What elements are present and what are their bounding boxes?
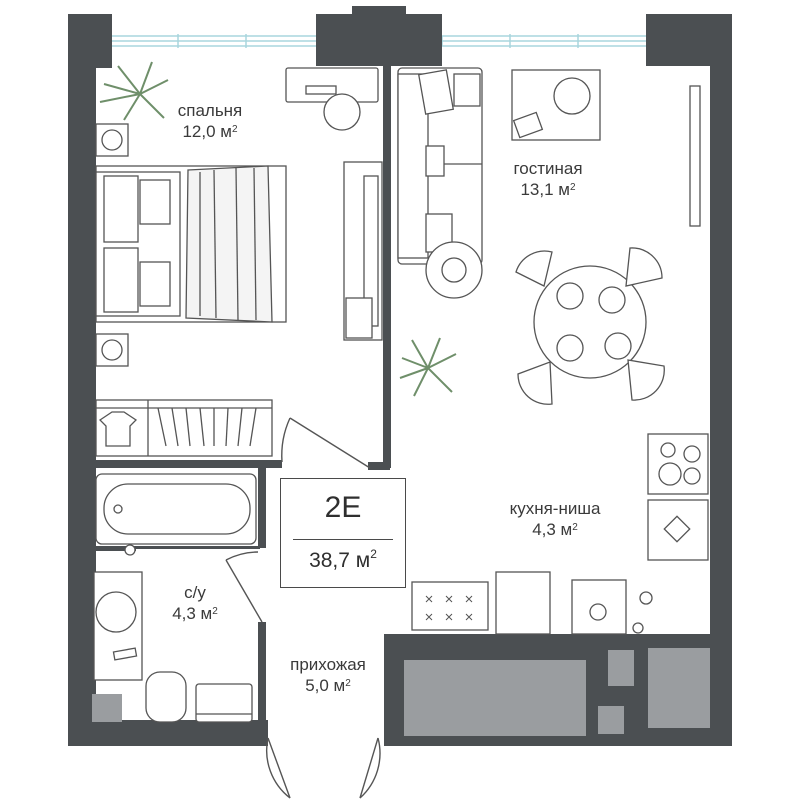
bathroom-area: 4,3 м2 — [172, 604, 218, 623]
kitchen-name: кухня-ниша — [509, 499, 601, 518]
bathroom-furniture — [93, 473, 257, 723]
rug-pattern — [425, 595, 473, 621]
apartment-summary: 2E 38,7 м2 — [280, 478, 406, 588]
living-furniture — [397, 67, 701, 405]
bedroom-furniture — [95, 67, 383, 457]
bedroom-label: спальня 12,0 м2 — [150, 100, 270, 142]
kitchen-furniture — [411, 433, 709, 635]
kitchen-label: кухня-ниша 4,3 м2 — [480, 498, 630, 540]
living-room-name: гостиная — [513, 159, 583, 178]
bathroom-label: с/у 4,3 м2 — [150, 582, 240, 624]
hallway-label: прихожая 5,0 м2 — [266, 654, 390, 696]
bedroom-name: спальня — [177, 101, 243, 120]
kitchen-area: 4,3 м2 — [532, 520, 578, 539]
doors — [225, 417, 381, 799]
apartment-total-area: 38,7 м2 — [309, 547, 377, 572]
storage-blocks — [92, 648, 710, 736]
living-room-area: 13,1 м2 — [520, 180, 576, 199]
living-room-label: гостиная 13,1 м2 — [488, 158, 608, 200]
hallway-area: 5,0 м2 — [305, 676, 351, 695]
bedroom-area: 12,0 м2 — [182, 122, 238, 141]
wardrobe-hangers — [98, 407, 257, 447]
summary-divider — [293, 539, 393, 540]
window-ticks — [177, 34, 579, 48]
apartment-code: 2E — [324, 491, 362, 524]
hallway-name: прихожая — [290, 655, 366, 674]
bathroom-name: с/у — [184, 583, 206, 602]
plant-icon — [99, 61, 457, 397]
